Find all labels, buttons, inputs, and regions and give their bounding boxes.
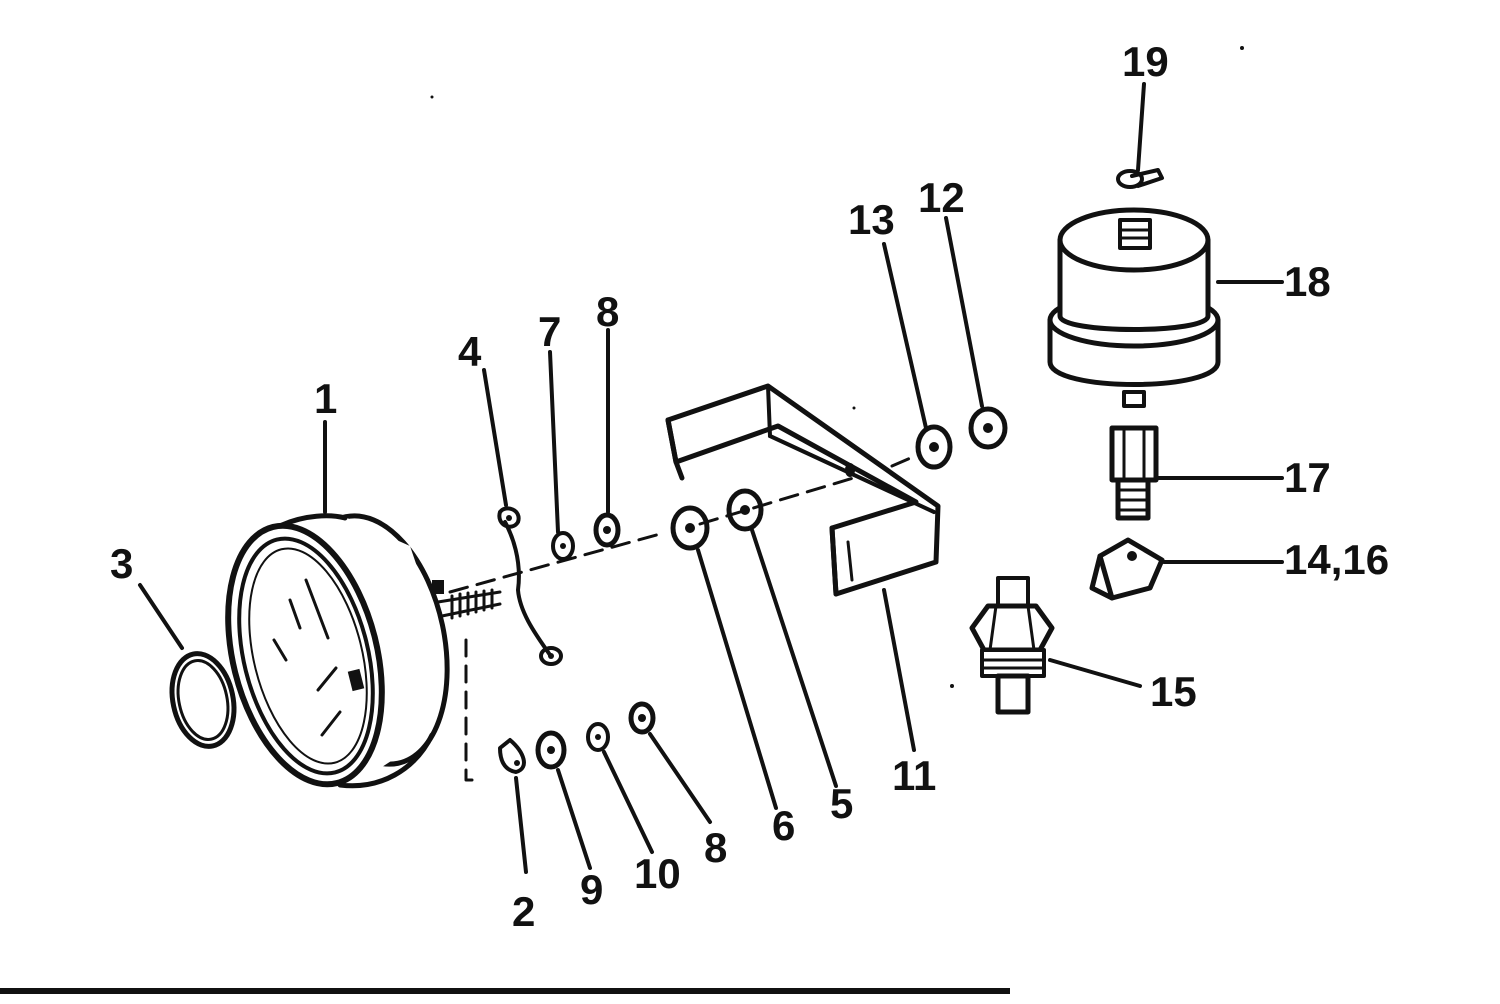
callout-17: 17 [1284,454,1331,501]
lockwasher-10 [586,722,610,752]
terminal-screw [1116,168,1164,189]
callout-5: 5 [830,780,853,827]
callout-7: 7 [538,308,561,355]
washer-13 [915,424,953,470]
adapter-fitting [1109,425,1159,521]
callout-6: 6 [772,802,795,849]
callout-3: 3 [110,540,133,587]
callout-8-upper: 8 [596,288,619,335]
callout-9: 9 [580,866,603,913]
mounting-bracket [665,383,941,597]
callout-18: 18 [1284,258,1331,305]
assembly-axis-line [448,454,917,594]
o-ring [169,651,237,749]
callout-12: 12 [918,174,965,221]
callout-14-16: 14,16 [1284,536,1389,583]
callout-1: 1 [314,375,337,422]
callout-11: 11 [892,752,936,799]
nut-5 [726,488,764,532]
callout-13: 13 [848,196,895,243]
callout-labels: 1 2 3 4 5 6 7 8 8 9 10 11 12 13 14,16 15… [110,38,1389,935]
nut-8-upper [593,512,621,548]
jumper-strap [497,506,563,666]
callout-19: 19 [1122,38,1169,85]
gauge [225,513,502,792]
lockwasher-7 [551,531,575,561]
callout-2: 2 [512,888,535,935]
callout-8-lower: 8 [704,824,727,871]
leader-lines [138,82,1284,874]
washer-6 [670,505,710,551]
terminal-2 [498,738,526,774]
page-bottom-rule [0,988,1010,994]
sender-unit [1047,207,1221,408]
callout-15: 15 [1150,668,1197,715]
elbow-fitting [1089,537,1165,601]
nut-12 [968,406,1008,450]
callout-10: 10 [634,850,681,897]
washer-9 [535,730,567,770]
callout-4: 4 [458,328,482,375]
nut-8-lower [628,701,656,735]
temperature-switch [969,576,1055,715]
scan-specks [430,46,1244,688]
